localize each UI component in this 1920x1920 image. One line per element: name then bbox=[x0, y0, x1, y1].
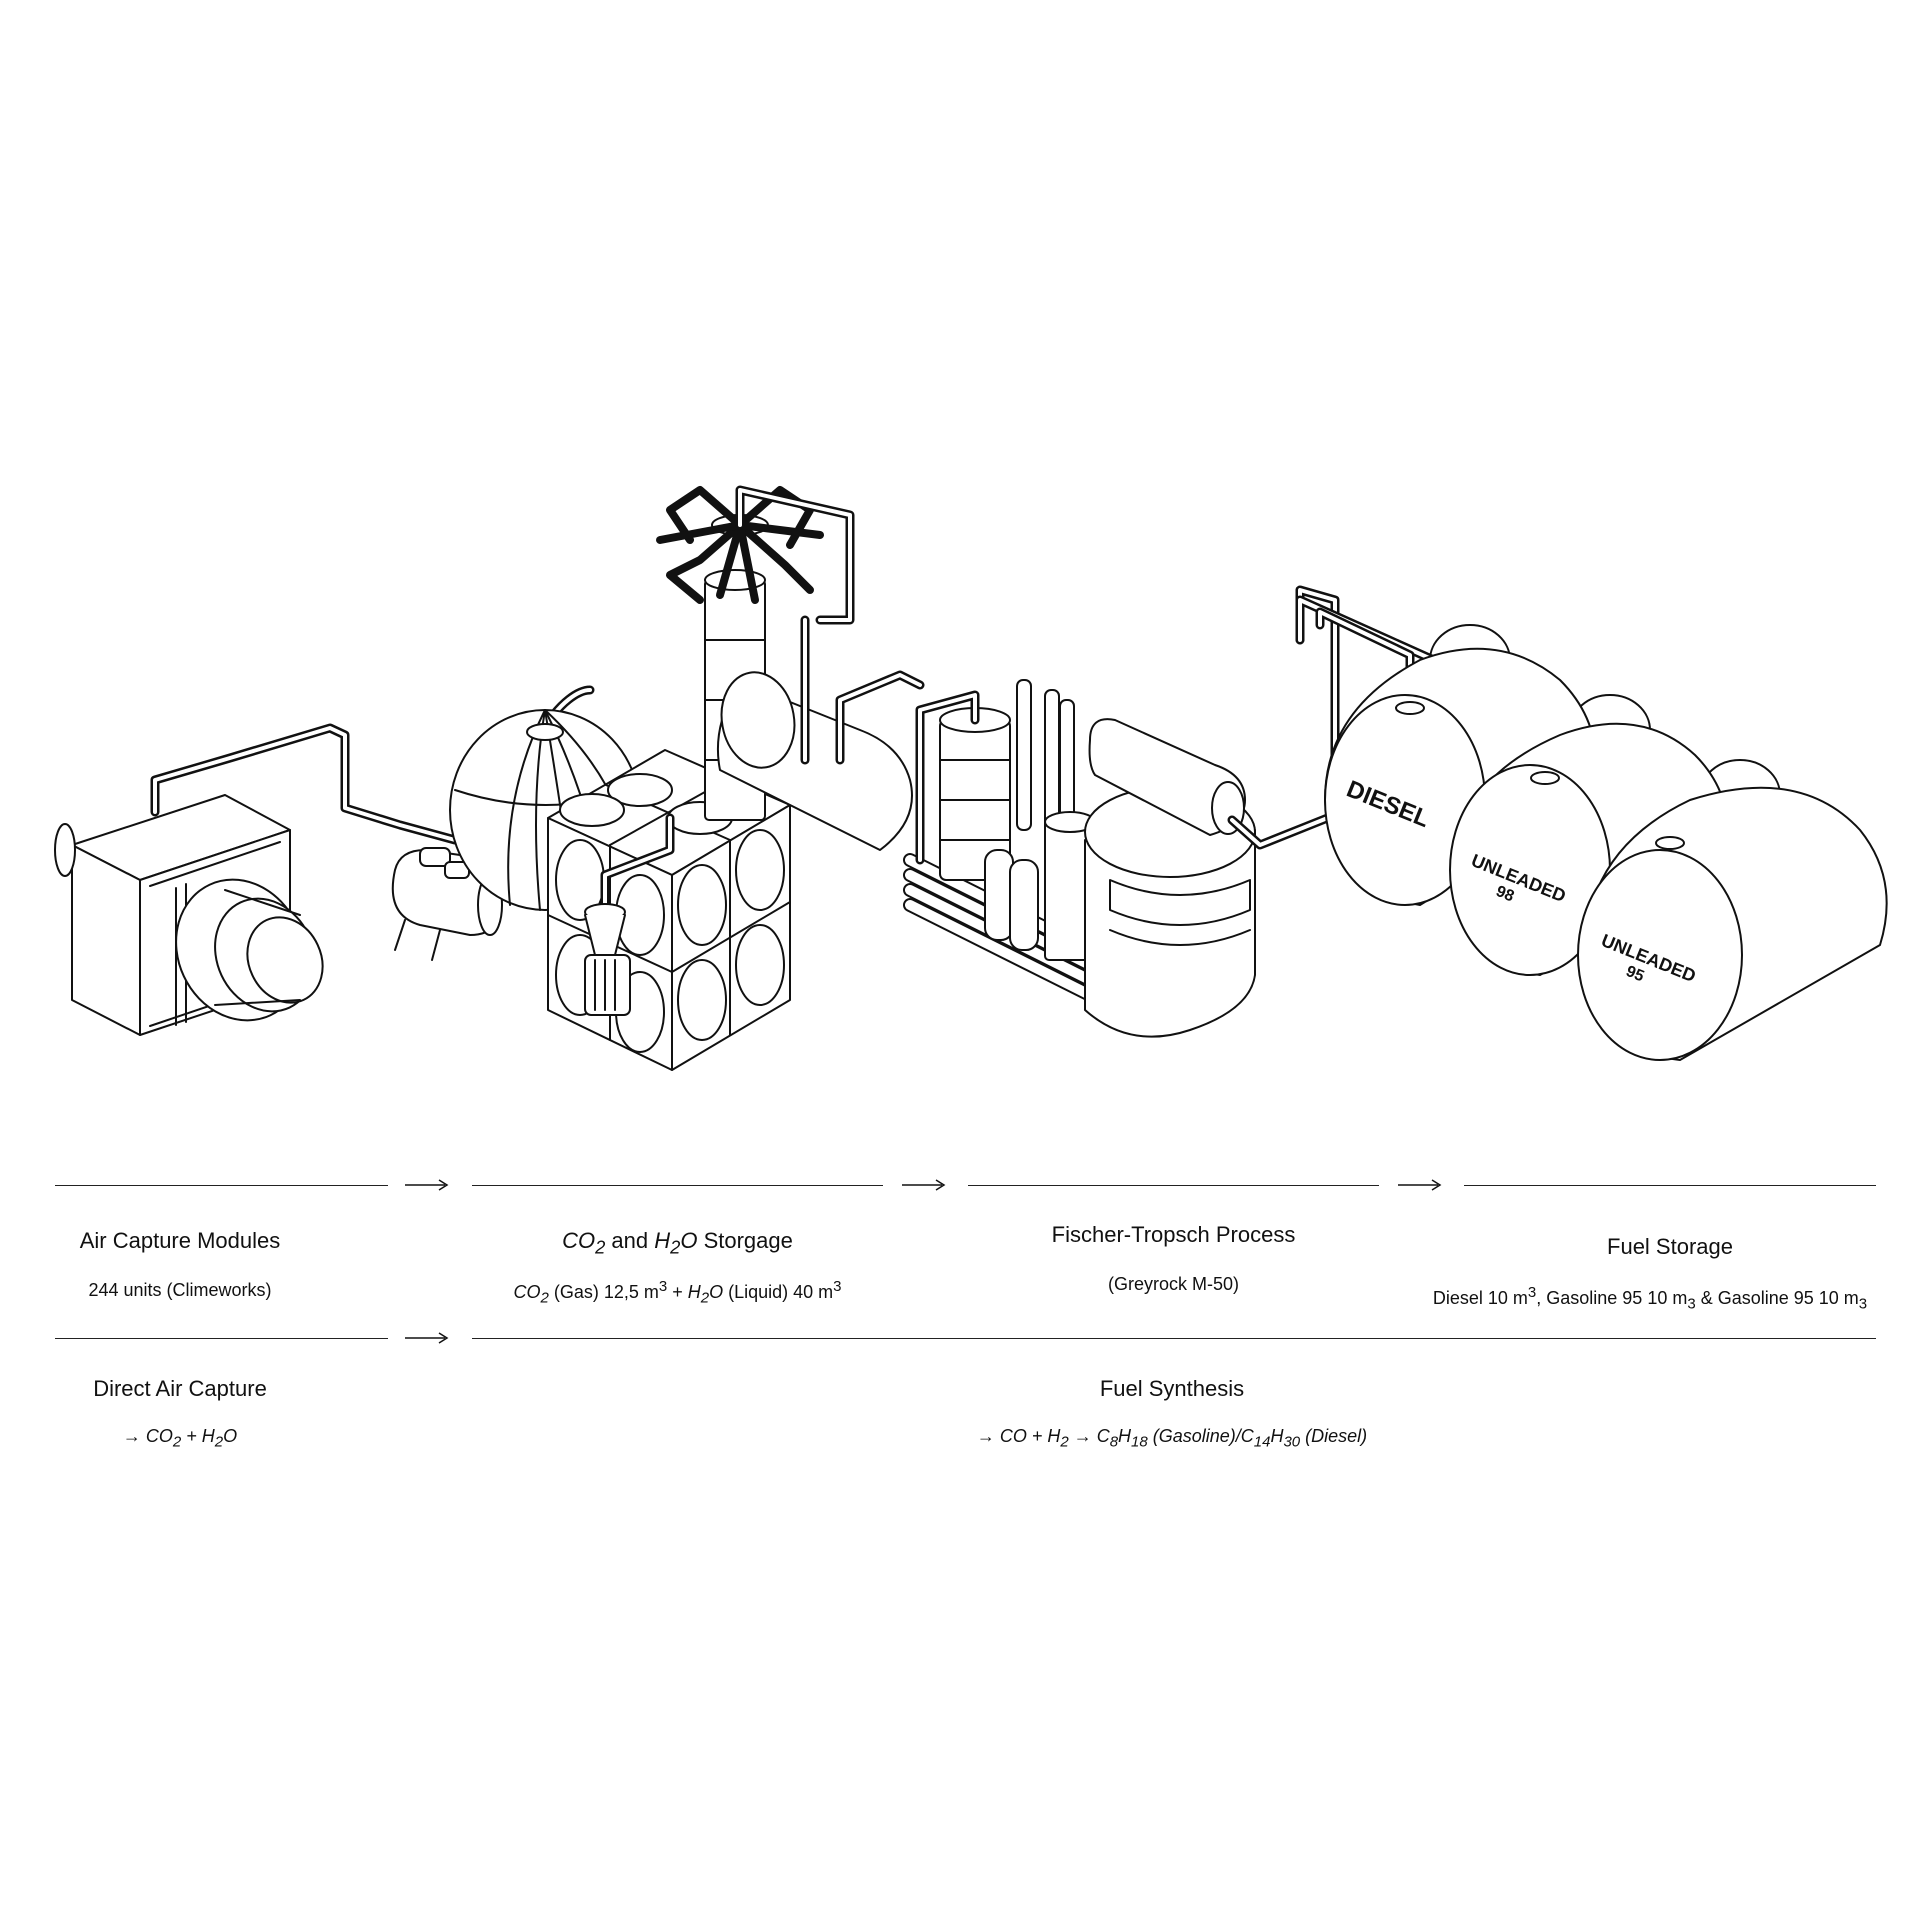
stage-rule-4 bbox=[1464, 1185, 1876, 1186]
stage-rule-2 bbox=[472, 1185, 883, 1186]
fuel-tank-farm bbox=[1295, 595, 1888, 1061]
air-capture-module bbox=[54, 794, 324, 1036]
stage-title-air-capture: Air Capture Modules bbox=[79, 1228, 281, 1253]
arrow-right-icon bbox=[1398, 1179, 1442, 1191]
stage-rule-1 bbox=[55, 1185, 388, 1186]
stage-detail-fischer-tropsch: (Greyrock M-50) bbox=[1107, 1274, 1239, 1294]
stage-title-fuel-storage: Fuel Storage bbox=[1607, 1234, 1733, 1259]
process-manifold bbox=[903, 679, 1113, 1013]
phase-rule-2 bbox=[472, 1338, 1876, 1339]
filter-pump bbox=[584, 813, 675, 1016]
stage-detail-fuel-storage: Diesel 10 m3, Gasoline 95 10 m3 & Gasoli… bbox=[1432, 1284, 1868, 1313]
tank-label-95: 95 bbox=[1624, 963, 1647, 985]
phase-formula-fuel-synthesis: → CO + H2 → C8H18 (Gasoline)/C14H30 (Die… bbox=[976, 1426, 1368, 1451]
phase-rule-1 bbox=[55, 1338, 388, 1339]
fischer-tropsch-reactor bbox=[1084, 585, 1340, 1038]
stage-detail-storage: CO2 (Gas) 12,5 m3 + H2O (Liquid) 40 m3 bbox=[513, 1278, 842, 1307]
stage-rule-3 bbox=[968, 1185, 1379, 1186]
stage-title-storage: CO2 and H2O Storgage bbox=[562, 1228, 793, 1258]
horizontal-cylinder bbox=[716, 615, 925, 851]
phase-title-direct-air-capture: Direct Air Capture bbox=[93, 1376, 267, 1401]
tank-label-98: 98 bbox=[1494, 883, 1517, 905]
stage-title-fischer-tropsch: Fischer-Tropsch Process bbox=[1051, 1222, 1296, 1247]
arrow-right-icon bbox=[405, 1332, 449, 1344]
arrow-right-icon bbox=[902, 1179, 946, 1191]
phase-formula-direct-air-capture: → CO2 + H2O bbox=[122, 1426, 238, 1451]
phase-title-fuel-synthesis: Fuel Synthesis bbox=[1099, 1376, 1245, 1401]
arrow-right-icon bbox=[405, 1179, 449, 1191]
stage-detail-air-capture: 244 units (Climeworks) bbox=[88, 1280, 272, 1300]
